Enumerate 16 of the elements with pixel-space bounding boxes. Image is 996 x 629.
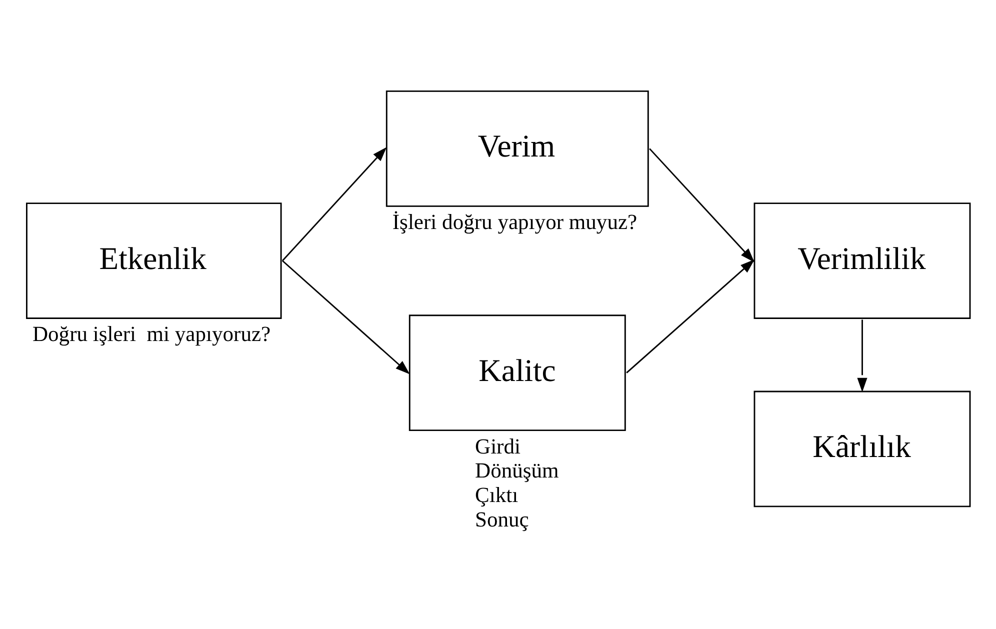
node-box: Verim xyxy=(386,90,649,206)
arrow xyxy=(282,146,387,261)
node-label: Doğru işleri mi yapıyoruz? xyxy=(32,322,271,346)
node-label: Sonuç xyxy=(475,507,529,532)
node-label: İşleri doğru yapıyor muyuz? xyxy=(392,210,638,234)
arrow xyxy=(857,319,868,392)
node-box: Kalitc xyxy=(408,314,626,431)
node-box: Kârlılık xyxy=(754,390,971,507)
node-label: Girdi xyxy=(475,434,520,458)
node-label: Dönüşüm xyxy=(475,458,559,482)
node-box: Etkenlik xyxy=(26,202,282,318)
arrow xyxy=(626,258,755,373)
node-label: Çıktı xyxy=(475,482,518,507)
node-box: Verimlilik xyxy=(754,202,971,318)
arrow xyxy=(649,148,755,262)
arrow xyxy=(282,260,410,374)
